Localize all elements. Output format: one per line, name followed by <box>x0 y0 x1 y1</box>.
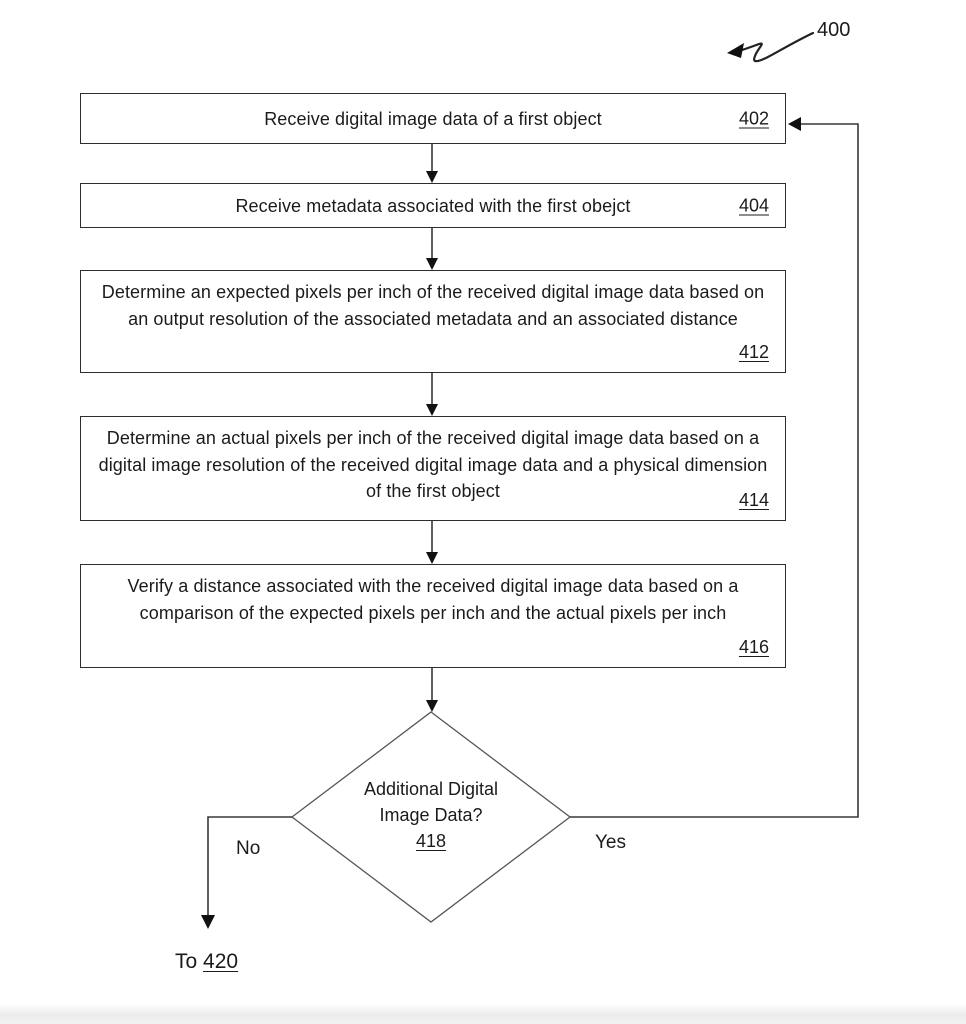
flow-arrow-402-404 <box>426 144 438 183</box>
process-box-416-ref: 416 <box>738 637 769 657</box>
exit-note-prefix: To <box>175 950 204 973</box>
process-box-404-ref: 404 <box>738 195 769 215</box>
decision-418-text: Additional Digital Image Data? 418 <box>321 776 541 854</box>
flow-arrow-414-416 <box>426 521 438 564</box>
flow-arrow-404-412 <box>426 228 438 270</box>
no-branch-line <box>201 816 292 929</box>
flow-arrow-412-414 <box>426 373 438 416</box>
decision-418-line1: Additional Digital <box>363 779 499 799</box>
process-box-402: Receive digital image data of a first ob… <box>80 93 786 144</box>
process-box-414: Determine an actual pixels per inch of t… <box>80 416 786 521</box>
figure-pointer-squiggle <box>727 31 815 63</box>
figure-ref-label: 400 <box>817 19 851 41</box>
process-box-412: Determine an expected pixels per inch of… <box>80 270 786 373</box>
flow-arrow-416-418 <box>426 668 438 712</box>
process-box-404: Receive metadata associated with the fir… <box>80 183 786 228</box>
process-box-402-ref: 402 <box>738 108 769 128</box>
yes-branch-label: Yes <box>595 832 626 853</box>
no-branch-label: No <box>236 838 261 859</box>
decision-418-ref: 418 <box>415 831 447 851</box>
page-edge-band <box>0 1004 966 1024</box>
process-box-416-text: Verify a distance associated with the re… <box>127 576 739 623</box>
process-box-414-text: Determine an actual pixels per inch of t… <box>98 428 768 501</box>
exit-note: To 420 <box>175 950 238 974</box>
process-box-414-ref: 414 <box>738 490 769 510</box>
process-box-402-text: Receive digital image data of a first ob… <box>264 108 602 129</box>
process-box-404-text: Receive metadata associated with the fir… <box>235 195 631 216</box>
process-box-412-ref: 412 <box>738 342 769 362</box>
process-box-412-text: Determine an expected pixels per inch of… <box>101 282 765 329</box>
process-box-416: Verify a distance associated with the re… <box>80 564 786 668</box>
decision-418-line2: Image Data? <box>379 805 483 825</box>
exit-note-ref: 420 <box>203 950 239 973</box>
